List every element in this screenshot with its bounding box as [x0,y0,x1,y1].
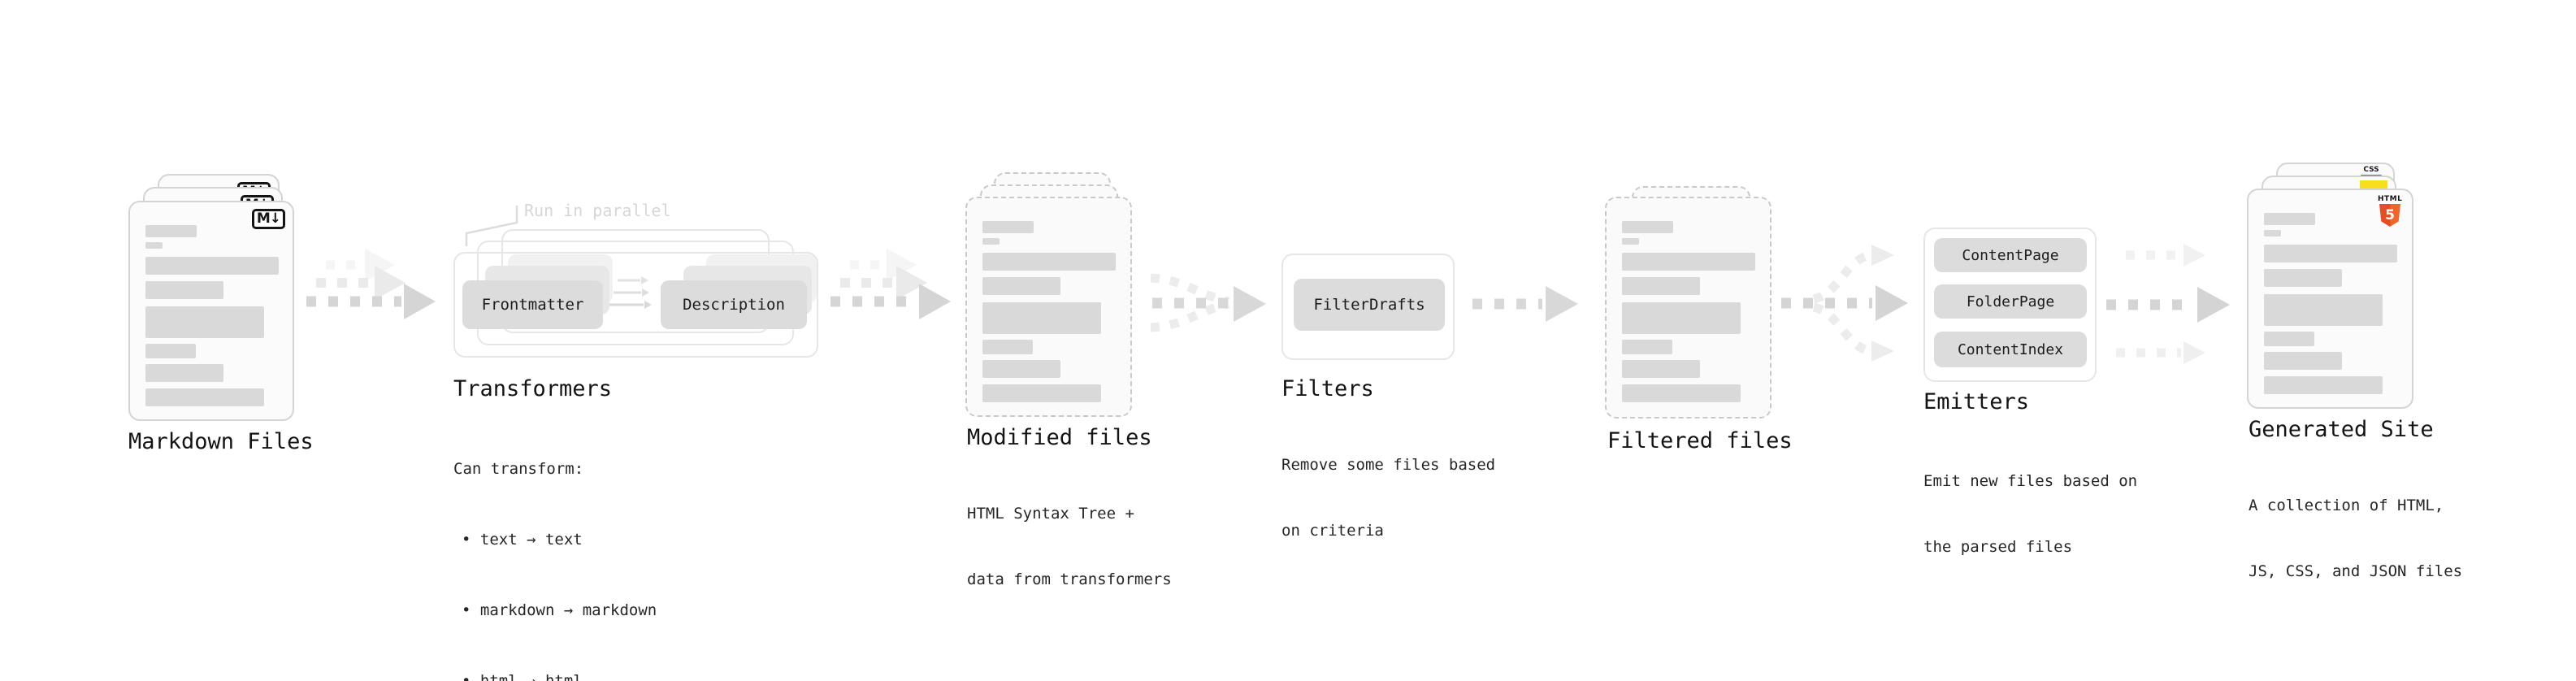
transformers-container-front [453,252,818,358]
html5-icon-shield: 5 [2379,204,2400,227]
doc-line [2264,332,2314,346]
arrow-transformers-to-modified [830,249,951,319]
generated-site-label: Generated Site [2249,417,2434,442]
markdown-icon: M↓ [251,209,285,229]
doc-line [2264,213,2315,225]
html5-icon-number: 5 [2385,206,2395,223]
doc-line [2264,269,2342,287]
filtered-files-label: Filtered files [1607,428,1793,453]
description-box: Description [661,280,807,329]
doc-line [1622,253,1755,271]
note-line: HTML Syntax Tree + [967,505,1134,523]
markdown-files-label: Markdown Files [128,429,314,454]
note-line: data from transformers [967,570,1172,588]
note-line: Emit new files based on [1923,472,2138,490]
doc-line [145,281,223,299]
arrow-markdown-to-transformers [306,249,436,319]
modified-files-note: HTML Syntax Tree + data from transformer… [967,459,1172,635]
doc-line [145,225,197,237]
css-icon-word: CSS [2363,166,2379,174]
arrow-filters-to-filtered [1472,286,1578,322]
doc-line [982,384,1101,402]
transformers-note: Can transform: • text → text • markdown … [453,410,657,681]
transformers-title: Transformers [453,376,613,401]
doc-line [1622,340,1672,354]
note-line: • text → text [462,531,583,549]
generated-site-note: A collection of HTML, JS, CSS, and JSON … [2249,451,2462,627]
note-line: • html → html [462,672,583,681]
html5-icon: HTML 5 [2378,195,2402,227]
note-line: JS, CSS, and JSON files [2249,562,2463,580]
run-in-parallel-label: Run in parallel [524,201,671,220]
generated-file-front: HTML 5 [2247,189,2413,409]
doc-line [982,221,1034,233]
doc-line [1622,302,1741,334]
filters-container [1281,254,1455,360]
filterdrafts-box: FilterDrafts [1294,279,1445,331]
doc-line [2264,352,2342,370]
note-line: on criteria [1281,522,1384,540]
doc-line [982,238,1000,245]
doc-line [982,302,1101,334]
folderpage-box: FolderPage [1934,284,2087,319]
doc-line [982,360,1060,378]
note-line: Can transform: [453,460,584,478]
arrow-modified-to-filters [1150,273,1266,332]
note-line: the parsed files [1923,538,2073,556]
doc-line [2264,245,2397,262]
emitters-note: Emit new files based on the parsed files [1923,427,2137,602]
note-line: A collection of HTML, [2249,497,2444,514]
doc-line [982,277,1060,295]
modified-files-label: Modified files [967,425,1152,450]
filtered-file-front [1605,197,1772,419]
callout-leader-line [465,206,518,246]
doc-line [1622,277,1700,295]
filters-note: Remove some files based on criteria [1281,410,1495,586]
contentindex-box: ContentIndex [1934,332,2087,367]
emitters-container [1923,228,2097,382]
arrow-filtered-to-emitters [1781,245,1908,362]
javascript-icon [2360,180,2387,191]
doc-line [1622,238,1639,245]
arrow-emitters-to-generated [2106,244,2230,364]
note-line: Remove some files based [1281,456,1496,474]
contentpage-box: ContentPage [1934,238,2087,272]
doc-line [1622,384,1741,402]
doc-line [145,306,264,338]
doc-line [145,344,196,358]
html5-icon-word: HTML [2378,195,2403,203]
doc-line [982,253,1116,271]
doc-line [145,242,163,249]
filters-title: Filters [1281,376,1374,401]
modified-file-front [965,197,1132,417]
frontmatter-box: Frontmatter [462,280,603,329]
markdown-file-front: M↓ [128,201,294,421]
doc-line [2264,230,2281,236]
doc-line [982,340,1033,354]
doc-line [2264,294,2383,326]
doc-line [145,388,264,406]
arrows-frontmatter-to-description [609,276,652,309]
doc-line [1622,221,1673,233]
doc-line [1622,360,1700,378]
doc-line [145,257,279,275]
doc-line [2264,376,2383,394]
emitters-title: Emitters [1923,389,2030,414]
doc-line [145,364,223,382]
note-line: • markdown → markdown [462,601,657,619]
